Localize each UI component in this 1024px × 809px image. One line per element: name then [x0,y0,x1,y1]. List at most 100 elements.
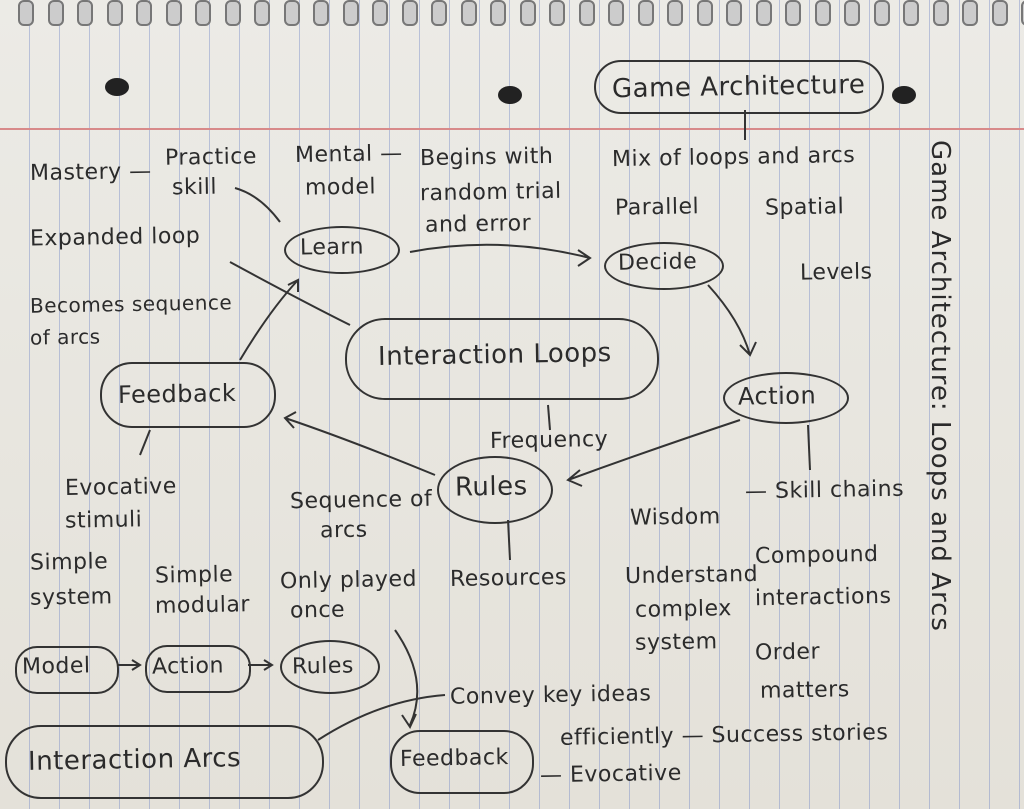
feedback-label: Feedback [117,378,237,410]
spiral-ring [77,0,93,26]
rules2-node [280,640,380,694]
note: Order [754,639,821,666]
feedback-node [100,362,276,428]
note: Mental — [294,141,403,168]
spiral-ring [460,0,477,26]
spiral-ring [578,0,595,26]
spiral-ring [608,0,624,26]
interaction-loops-node [345,318,659,400]
note: random trial [419,178,562,207]
note: Frequency [489,426,609,455]
game-architecture-node [594,60,884,114]
arrow-action-rules2 [248,659,274,671]
note: Becomes sequence [29,290,233,318]
note: model [304,174,377,201]
spiral-ring [372,0,388,26]
feedback2-node [390,730,534,794]
spiral-ring [873,0,890,26]
side-title: Game Architecture: Loops and Arcs [925,140,955,632]
note: Begins with [419,143,554,172]
note: Expanded loop [29,223,201,252]
spiral-ring [18,0,34,26]
note: modular [154,592,251,619]
note: arcs [319,517,368,544]
note: Evocative [64,474,177,501]
arrow-decide-action [707,284,757,357]
note: Understand [624,561,759,590]
spiral-ring [224,0,241,26]
spiral-ring [696,0,713,26]
interaction-arcs-node [5,725,324,799]
note: system [29,584,113,611]
spiral-ring [726,0,742,26]
note: and error [424,211,532,238]
note: system [634,629,718,656]
spiral-ring [47,0,64,26]
spiral-ring [490,0,506,26]
note: complex [634,596,732,623]
spiral-ring [903,0,919,26]
spiral-ring [667,0,683,26]
rules-label: Rules [454,471,528,503]
action-label: Action [737,381,817,411]
note: Spatial [764,194,845,221]
spiral-ring [254,0,270,26]
spiral-ring [814,0,831,26]
action2-node [145,645,251,693]
spiral-ring [962,0,978,26]
spiral-ring [844,0,860,26]
line-expanded-loops [229,261,351,326]
spiral-ring [785,0,801,26]
note: Sequence of [289,486,433,515]
binder-hole [105,78,129,96]
game-architecture-label: Game Architecture [611,69,866,105]
note: skill [171,174,218,201]
arrow-feedback-learn [239,278,299,361]
arrow-model-action [117,659,142,671]
note: Levels [799,259,873,286]
note: — Evocative [539,760,682,789]
arrow-learn-decide [409,243,592,267]
spiral-ring [637,0,654,26]
note: Mix of loops and arcs [611,142,856,173]
note: stimuli [64,507,143,534]
action2-label: Action [151,653,225,680]
note: — Skill chains [744,476,905,505]
spiral-ring [136,0,152,26]
line-action-skill [807,424,811,471]
spiral-ring [283,0,300,26]
note: Wisdom [629,504,721,531]
note: interactions [754,583,892,612]
note: Convey key ideas [449,681,652,710]
decide-node [604,242,724,290]
spiral-ring [401,0,418,26]
note: Parallel [614,194,700,221]
spiral-ring [991,0,1008,26]
arrow-action-rules [566,419,741,487]
decide-label: Decide [617,249,698,276]
spiral-ring [106,0,123,26]
action-node [723,372,849,424]
binder-hole [498,86,522,104]
note: Simple [154,562,234,589]
note: once [289,597,346,624]
spiral-ring [342,0,359,26]
feedback2-label: Feedback [399,745,509,772]
model-label: Model [21,653,91,680]
rules2-label: Rules [291,653,355,680]
line-rules-resources [507,519,511,561]
arrow-rules-feedback [283,411,436,476]
arrow-once-feedback [394,629,419,730]
note: Simple [29,549,109,576]
spiral-ring [549,0,565,26]
spiral-ring [519,0,536,26]
line-loops-frequency [547,404,551,431]
note: Mastery — [29,158,152,187]
spiral-ring [932,0,949,26]
note: Compound [754,541,879,570]
spiral-ring [313,0,329,26]
learn-label: Learn [299,234,365,261]
note: of arcs [29,324,101,350]
